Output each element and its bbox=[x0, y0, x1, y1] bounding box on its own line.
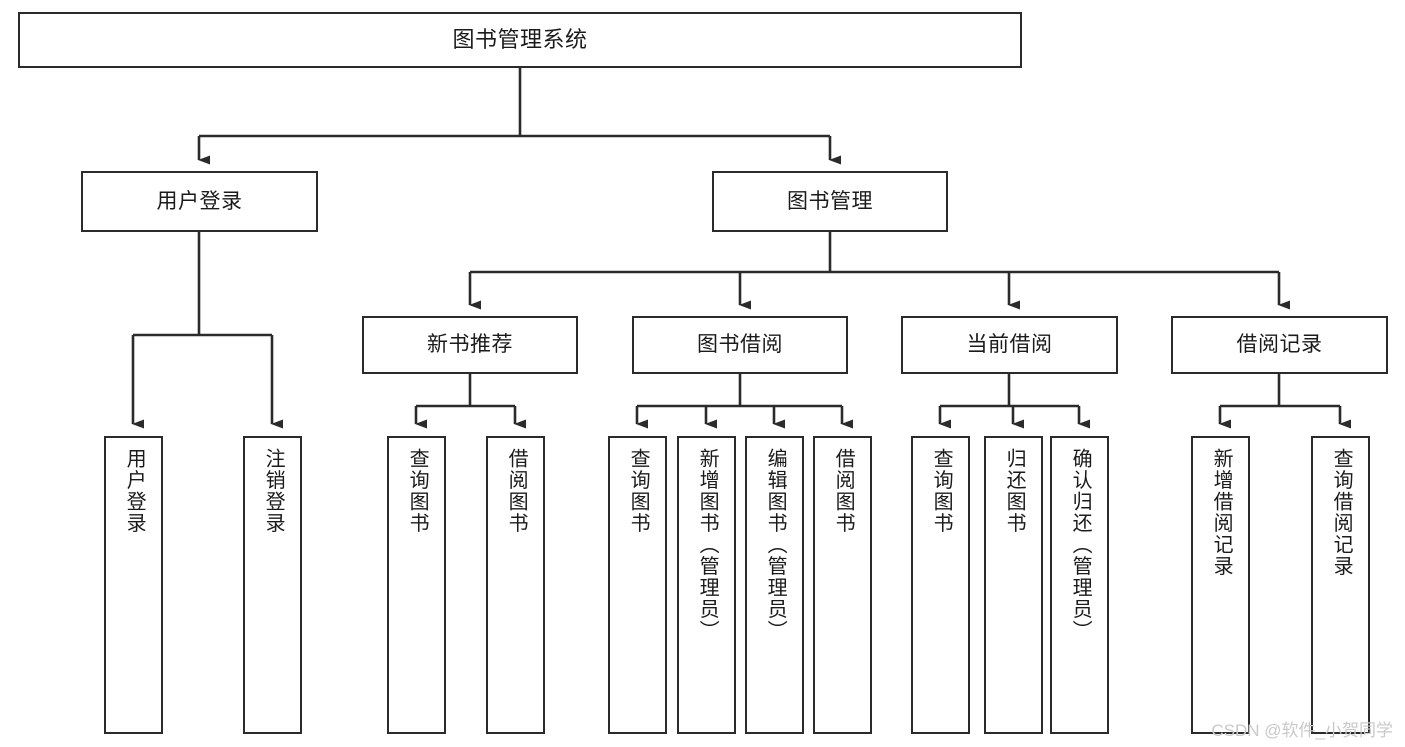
node-borrow-record[interactable]: 借阅记录 bbox=[1171, 316, 1388, 374]
node-leaf-rec-borrow[interactable]: 借阅图书 bbox=[486, 436, 545, 734]
node-leaf-user-login-label: 用户登录 bbox=[123, 448, 146, 534]
node-leaf-borrow-query[interactable]: 查询图书 bbox=[608, 436, 667, 734]
node-leaf-rec-search[interactable]: 查询借阅记录 bbox=[1311, 436, 1370, 734]
node-leaf-rec-add-label: 新增借阅记录 bbox=[1210, 448, 1233, 577]
node-leaf-user-logout-label: 注销登录 bbox=[262, 448, 285, 534]
node-book-borrow[interactable]: 图书借阅 bbox=[632, 316, 848, 374]
node-leaf-rec-search-label: 查询借阅记录 bbox=[1330, 448, 1353, 577]
node-current-borrow-label: 当前借阅 bbox=[966, 333, 1053, 357]
node-leaf-user-login[interactable]: 用户登录 bbox=[104, 436, 163, 734]
node-user-login-label: 用户登录 bbox=[156, 189, 243, 213]
node-leaf-cur-return[interactable]: 归还图书 bbox=[984, 436, 1043, 734]
node-user-login[interactable]: 用户登录 bbox=[81, 171, 318, 232]
node-leaf-rec-query[interactable]: 查询图书 bbox=[387, 436, 446, 734]
node-leaf-borrow-take-label: 借阅图书 bbox=[832, 448, 855, 534]
node-leaf-user-logout[interactable]: 注销登录 bbox=[243, 436, 302, 734]
node-leaf-rec-add[interactable]: 新增借阅记录 bbox=[1191, 436, 1250, 734]
node-leaf-borrow-edit[interactable]: 编辑图书（管理员） bbox=[745, 436, 804, 734]
node-new-book-rec-label: 新书推荐 bbox=[427, 333, 513, 357]
node-leaf-borrow-add[interactable]: 新增图书（管理员） bbox=[677, 436, 736, 734]
node-leaf-cur-return-label: 归还图书 bbox=[1003, 448, 1026, 534]
node-leaf-borrow-take[interactable]: 借阅图书 bbox=[813, 436, 872, 734]
node-book-borrow-label: 图书借阅 bbox=[697, 333, 783, 357]
node-leaf-cur-confirm[interactable]: 确认归还（管理员） bbox=[1050, 436, 1109, 734]
node-leaf-cur-query[interactable]: 查询图书 bbox=[911, 436, 970, 734]
node-leaf-borrow-query-label: 查询图书 bbox=[627, 448, 650, 534]
node-book-manage-label: 图书管理 bbox=[787, 189, 873, 213]
node-new-book-rec[interactable]: 新书推荐 bbox=[362, 316, 578, 374]
node-leaf-cur-query-label: 查询图书 bbox=[930, 448, 953, 534]
node-leaf-cur-confirm-label: 确认归还（管理员） bbox=[1069, 448, 1092, 642]
node-leaf-borrow-add-label: 新增图书（管理员） bbox=[696, 448, 719, 642]
node-leaf-rec-query-label: 查询图书 bbox=[406, 448, 429, 534]
node-leaf-borrow-edit-label: 编辑图书（管理员） bbox=[764, 448, 787, 642]
node-borrow-record-label: 借阅记录 bbox=[1236, 333, 1323, 357]
csdn-watermark: CSDN @软件_小贺同学 bbox=[1211, 721, 1393, 740]
node-book-manage[interactable]: 图书管理 bbox=[712, 171, 948, 232]
node-current-borrow[interactable]: 当前借阅 bbox=[901, 316, 1118, 374]
node-root[interactable]: 图书管理系统 bbox=[18, 12, 1022, 68]
node-root-label: 图书管理系统 bbox=[452, 26, 588, 52]
node-leaf-rec-borrow-label: 借阅图书 bbox=[505, 448, 528, 534]
